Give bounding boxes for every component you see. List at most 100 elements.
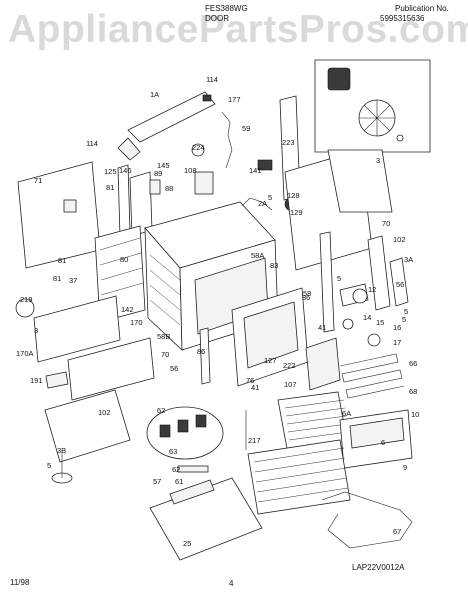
part-callout-70: 70 [382, 219, 390, 228]
part-callout-89: 89 [154, 169, 162, 178]
clip-part [202, 94, 212, 102]
part-callout-102: 102 [393, 235, 406, 244]
side-bracket [117, 164, 131, 237]
part-callout-127: 127 [264, 356, 277, 365]
part-callout-128: 128 [287, 191, 300, 200]
part-callout-191: 191 [30, 376, 43, 385]
panel-bracket-3a [389, 257, 409, 307]
part-callout-3b: 3B [57, 446, 66, 455]
section-label: DOOR [205, 14, 229, 23]
part-callout-68: 68 [409, 387, 417, 396]
relay-108 [194, 171, 214, 195]
part-callout-17: 17 [393, 338, 401, 347]
diagram-code: LAP22V0012A [352, 563, 405, 572]
knob-14 [342, 318, 354, 330]
part-callout-81: 81 [53, 274, 61, 283]
bracket-191 [45, 371, 69, 389]
side-panel-cutout [63, 199, 77, 213]
part-callout-108: 108 [184, 166, 197, 175]
fan-cover [305, 337, 341, 391]
publication-number: 5995315636 [380, 14, 425, 23]
door-hinge-right [319, 231, 335, 333]
part-callout-222: 222 [283, 361, 296, 370]
part-callout-15: 15 [376, 318, 384, 327]
front-lower-panel-70 [67, 337, 155, 401]
footer-date: 11/98 [10, 578, 30, 587]
bottom-panel-102 [44, 389, 131, 463]
part-callout-146: 146 [119, 166, 132, 175]
part-callout-86: 86 [197, 347, 205, 356]
part-callout-5: 5 [337, 274, 341, 283]
bake-element-terminal [241, 197, 273, 211]
fan-nut [396, 134, 404, 142]
switch-3 [195, 414, 207, 428]
part-callout-3: 3 [34, 326, 38, 335]
part-callout-57: 57 [153, 477, 161, 486]
part-callout-62: 62 [172, 465, 180, 474]
part-12 [352, 288, 368, 304]
part-callout-70: 70 [161, 350, 169, 359]
switch-1 [159, 424, 171, 438]
fan-blade-spokes [359, 100, 395, 136]
part-callout-141: 141 [249, 166, 262, 175]
part-callout-56: 56 [396, 280, 404, 289]
part-callout-58: 58 [303, 289, 311, 298]
part-callout-142: 142 [121, 305, 134, 314]
part-callout-88: 88 [165, 184, 173, 193]
part-callout-76: 76 [246, 376, 254, 385]
part-callout-129: 129 [290, 208, 303, 217]
part-callout-66: 66 [409, 359, 417, 368]
part-callout-41: 41 [251, 383, 259, 392]
part-callout-5: 5 [404, 307, 408, 316]
part-callout-81: 81 [106, 183, 114, 192]
vent-tube [221, 111, 233, 169]
broil-pan-insert [349, 417, 405, 449]
bake-element [321, 491, 413, 549]
part-callout-41: 41 [318, 323, 326, 332]
part-callout-16: 16 [393, 323, 401, 332]
top-trim-panel [127, 91, 216, 143]
right-side-panel [367, 235, 391, 311]
part-callout-80: 80 [120, 255, 128, 264]
rack-6a-bars [284, 399, 349, 441]
broil-element [339, 353, 405, 399]
part-callout-12: 12 [368, 285, 376, 294]
rack-guides [149, 254, 181, 326]
sensor-224 [191, 143, 205, 157]
publication-label: Publication No. [395, 4, 449, 13]
watermark: AppliancePartsPros.com [8, 8, 468, 51]
part-callout-177: 177 [228, 95, 241, 104]
part-callout-102: 102 [98, 408, 111, 417]
part-callout-6a: 6A [342, 409, 351, 418]
part-callout-217: 217 [248, 436, 261, 445]
part-callout-14: 14 [363, 313, 371, 322]
part-callout-25: 25 [183, 539, 191, 548]
part-callout-107: 107 [284, 380, 297, 389]
switch-2 [177, 419, 189, 433]
model-number: FES388WG [205, 4, 248, 13]
control-housing [129, 171, 153, 237]
part-callout-219: 219 [20, 295, 33, 304]
switch-part [149, 179, 161, 195]
part-callout-114: 114 [86, 139, 98, 148]
part-callout-145: 145 [157, 161, 170, 170]
part-callout-170a: 170A [16, 349, 34, 358]
part-callout-37: 37 [69, 276, 77, 285]
right-side-top-panel [327, 149, 393, 213]
part-callout-63: 63 [169, 447, 177, 456]
clip-62 [177, 465, 209, 473]
part-callout-224: 224 [192, 143, 205, 152]
part-callout-86: 86 [302, 293, 310, 302]
knob-17 [367, 333, 381, 347]
part-callout-3: 3 [376, 156, 380, 165]
part-callout-67: 67 [393, 527, 401, 536]
part-callout-58b: 58B [157, 332, 170, 341]
left-side-panel [17, 161, 101, 269]
door-window [243, 301, 299, 369]
part-callout-83: 83 [270, 261, 278, 270]
part-callout-58a: 58A [251, 251, 264, 260]
part-callout-10: 10 [411, 410, 419, 419]
part-callout-81: 81 [58, 256, 66, 265]
